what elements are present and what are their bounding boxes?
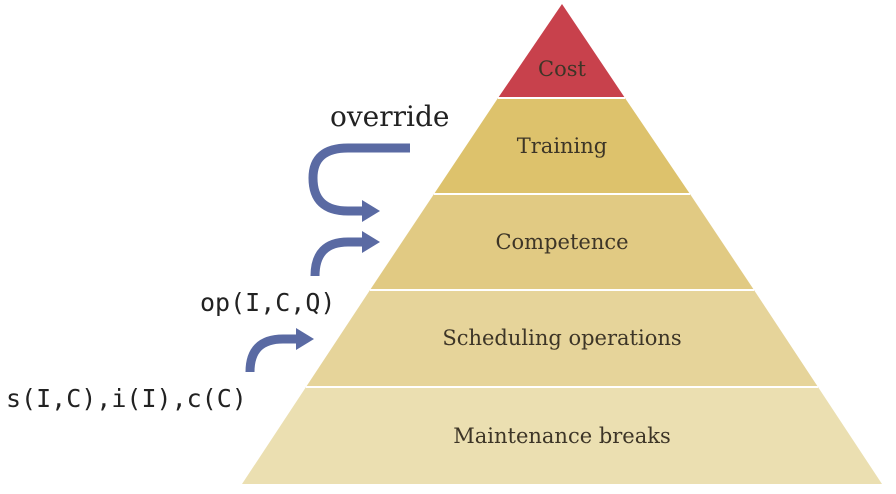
op-arrow-shaft [310,237,364,277]
layer-label-training: Training [517,134,608,158]
arrows [245,143,410,373]
layer-scheduling-operations [306,290,818,387]
layer-label-maintenance-breaks: Maintenance breaks [453,424,671,448]
inputs-arrow-shaft [245,334,298,373]
layer-training [434,98,690,194]
op-arrow [310,231,380,277]
layer-competence [370,194,754,290]
inputs-label: s(I,C),i(I),c(C) [6,384,247,413]
override-arrow-shaft [308,143,410,216]
layer-maintenance-breaks [242,387,882,484]
layer-label-scheduling-operations: Scheduling operations [442,326,681,350]
op-label: op(I,C,Q) [200,288,335,317]
pyramid: Cost Training Competence Scheduling oper… [242,4,882,484]
layer-label-competence: Competence [495,230,628,254]
op-arrow-head [362,231,380,253]
override-label: override [330,100,449,133]
inputs-arrow [245,328,314,373]
override-arrow-head [362,200,380,222]
layer-cost [498,4,625,98]
layer-label-cost: Cost [538,57,586,81]
override-arrow [308,143,410,222]
inputs-arrow-head [296,328,314,350]
layer-dividers [306,97,818,388]
